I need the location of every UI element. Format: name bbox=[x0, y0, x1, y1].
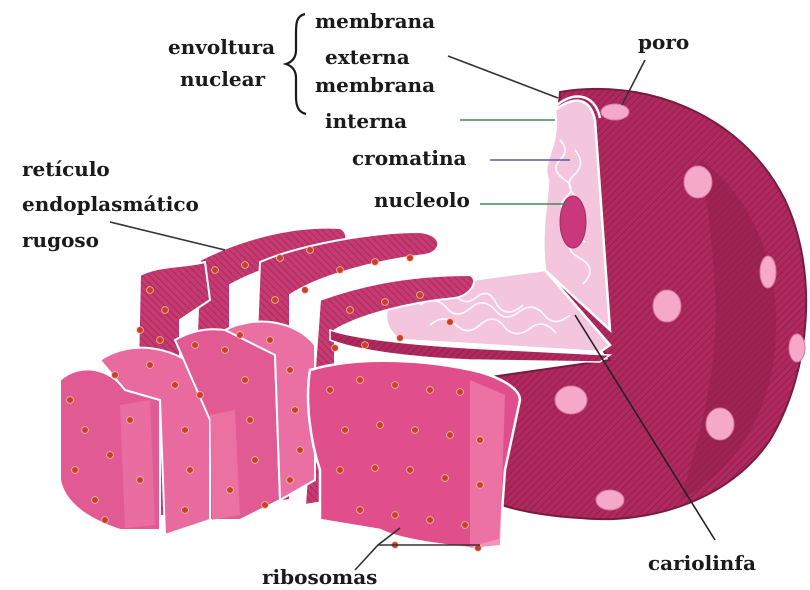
ribosome bbox=[147, 287, 154, 294]
ribosome bbox=[192, 342, 199, 349]
pore bbox=[653, 290, 681, 322]
label-poro: poro bbox=[638, 30, 689, 54]
ribosome bbox=[362, 342, 369, 349]
ribosome bbox=[407, 467, 414, 474]
label-membrana-externa-line2: externa bbox=[325, 45, 410, 69]
ribosome bbox=[392, 512, 399, 519]
pore bbox=[601, 104, 629, 120]
ribosome bbox=[287, 367, 294, 374]
ribosome bbox=[307, 247, 314, 254]
ribosome bbox=[337, 267, 344, 274]
ribosome bbox=[267, 337, 274, 344]
ribosome bbox=[477, 437, 484, 444]
ribosome bbox=[222, 347, 229, 354]
pore bbox=[596, 490, 624, 510]
ribosome bbox=[197, 392, 204, 399]
ribosome bbox=[357, 377, 364, 384]
ribosome bbox=[342, 427, 349, 434]
pore bbox=[760, 256, 776, 288]
label-membrana-externa-line1: membrana bbox=[315, 9, 435, 33]
label-cariolinfa: cariolinfa bbox=[648, 551, 756, 575]
ribosome bbox=[172, 382, 179, 389]
ribosome bbox=[102, 517, 109, 524]
ribosome bbox=[182, 427, 189, 434]
ribosome bbox=[137, 477, 144, 484]
ribosome bbox=[372, 259, 379, 266]
ribosome bbox=[417, 292, 424, 299]
ribosome bbox=[107, 452, 114, 459]
ribosome bbox=[182, 507, 189, 514]
label-reticulo-line3: rugoso bbox=[22, 228, 99, 252]
ribosome bbox=[112, 372, 119, 379]
label-envoltura-line1: envoltura bbox=[168, 35, 275, 59]
ribosome bbox=[392, 382, 399, 389]
ribosome bbox=[427, 387, 434, 394]
ribosome bbox=[272, 297, 279, 304]
label-nucleolo: nucleolo bbox=[374, 188, 470, 212]
ribosome bbox=[242, 262, 249, 269]
ribosome bbox=[457, 389, 464, 396]
pointer-membrana-externa bbox=[448, 56, 558, 98]
ribosome bbox=[67, 397, 74, 404]
pore bbox=[684, 166, 712, 198]
label-membrana-interna-line2: interna bbox=[325, 109, 407, 133]
ribosome bbox=[127, 417, 134, 424]
ribosome bbox=[92, 497, 99, 504]
brace-envoltura bbox=[286, 14, 306, 114]
ribosome bbox=[292, 407, 299, 414]
ribosome bbox=[277, 255, 284, 262]
ribosome bbox=[262, 502, 269, 509]
ribosome bbox=[137, 327, 144, 334]
ribosome bbox=[187, 467, 194, 474]
ribosome bbox=[247, 417, 254, 424]
ribosome bbox=[242, 377, 249, 384]
ribosome bbox=[447, 319, 454, 326]
label-ribosomas: ribosomas bbox=[262, 565, 377, 589]
ribosome bbox=[327, 387, 334, 394]
ribosome bbox=[237, 332, 244, 339]
label-reticulo-line1: retículo bbox=[22, 157, 110, 181]
ribosome bbox=[397, 335, 404, 342]
pointer-reticulo bbox=[110, 222, 225, 250]
ribosome bbox=[442, 475, 449, 482]
ribosome bbox=[372, 465, 379, 472]
ribosome bbox=[357, 507, 364, 514]
pore bbox=[789, 334, 805, 362]
ribosome bbox=[72, 467, 79, 474]
label-cromatina: cromatina bbox=[352, 146, 467, 170]
ribosome bbox=[157, 337, 164, 344]
pore bbox=[706, 408, 734, 440]
ribosome bbox=[407, 255, 414, 262]
ribosome bbox=[447, 432, 454, 439]
ribosome bbox=[377, 422, 384, 429]
ribosome bbox=[302, 287, 309, 294]
ribosome bbox=[427, 517, 434, 524]
ribosome bbox=[477, 482, 484, 489]
ribosome bbox=[147, 362, 154, 369]
ribosome bbox=[82, 427, 89, 434]
ribosome bbox=[252, 457, 259, 464]
ribosome bbox=[227, 487, 234, 494]
ribosome bbox=[347, 307, 354, 314]
ribosome bbox=[162, 307, 169, 314]
ribosome bbox=[382, 299, 389, 306]
label-reticulo-line2: endoplasmático bbox=[22, 192, 199, 216]
ribosome bbox=[462, 522, 469, 529]
label-envoltura-line2: nuclear bbox=[180, 67, 266, 91]
ribosome bbox=[297, 447, 304, 454]
label-membrana-interna-line1: membrana bbox=[315, 73, 435, 97]
pore bbox=[555, 386, 587, 414]
ribosome bbox=[287, 477, 294, 484]
ribosome bbox=[412, 427, 419, 434]
ribosome bbox=[212, 267, 219, 274]
ribosome bbox=[337, 467, 344, 474]
ribosome bbox=[332, 345, 339, 352]
